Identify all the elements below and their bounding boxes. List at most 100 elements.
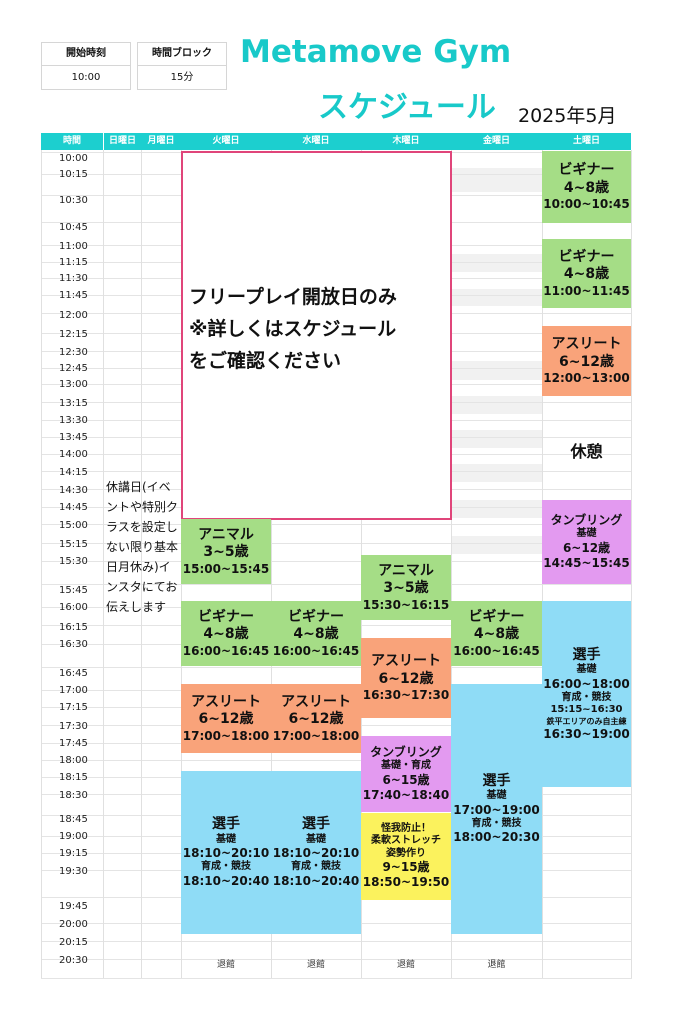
time-label: 17:00 — [59, 685, 88, 696]
header-saturday: 土曜日 — [542, 133, 631, 150]
grid-col-line — [451, 150, 452, 978]
time-label: 18:00 — [59, 755, 88, 766]
time-label: 13:15 — [59, 398, 88, 409]
time-label: 18:30 — [59, 790, 88, 801]
time-label: 13:30 — [59, 415, 88, 426]
grid-stripe — [452, 254, 542, 272]
tue-senshu: 選手 基礎 18:10~20:10 育成・競技 18:10~20:40 — [181, 771, 271, 934]
time-label: 14:30 — [59, 485, 88, 496]
grid-col-line — [103, 150, 104, 978]
break-label: 休憩 — [570, 442, 603, 461]
grid-stripe — [452, 536, 542, 554]
grid-col-line — [41, 150, 42, 978]
time-label: 20:15 — [59, 937, 88, 948]
grid-row-line — [41, 524, 632, 525]
grid-stripe — [452, 430, 542, 448]
grid-col-line — [141, 150, 142, 978]
time-label: 20:00 — [59, 919, 88, 930]
sat-senshu: 選手 基礎 16:00~18:00 育成・競技 15:15~16:30 鉄平エリ… — [542, 601, 631, 787]
time-label: 19:45 — [59, 901, 88, 912]
tue-exit: 退館 — [216, 960, 235, 970]
header-wednesday: 水曜日 — [271, 133, 361, 150]
grid-row-line — [41, 667, 632, 668]
time-label: 14:15 — [59, 467, 88, 478]
start-time-label: 開始時刻 — [42, 43, 130, 66]
closed-note: 休講日(イベントや特別クラスを設定しない限り基本日月休み)インスタにてお伝えしま… — [106, 480, 179, 614]
grid-stripe — [452, 361, 542, 380]
time-label: 19:15 — [59, 848, 88, 859]
grid-col-line — [631, 150, 632, 978]
gym-title: Metamove Gym — [240, 34, 512, 70]
grid-stripe — [452, 396, 542, 414]
free-play-line-1: フリープレイ開放日のみ — [189, 286, 397, 308]
time-label: 14:00 — [59, 449, 88, 460]
time-label: 15:15 — [59, 539, 88, 550]
grid-stripe — [452, 289, 542, 306]
time-label: 15:00 — [59, 520, 88, 531]
time-label: 17:45 — [59, 738, 88, 749]
time-label: 18:15 — [59, 772, 88, 783]
grid-row-line — [41, 941, 632, 942]
grid-stripe — [452, 168, 542, 192]
time-label: 11:30 — [59, 273, 88, 284]
time-label: 15:45 — [59, 585, 88, 596]
header-time: 時間 — [41, 133, 103, 150]
time-label: 16:15 — [59, 622, 88, 633]
time-label: 12:15 — [59, 329, 88, 340]
month-label: 2025年5月 — [518, 105, 617, 127]
time-label: 16:45 — [59, 668, 88, 679]
time-block-label: 時間ブロック — [138, 43, 226, 66]
time-label: 13:45 — [59, 432, 88, 443]
start-time-value: 10:00 — [71, 72, 101, 83]
wed-senshu: 選手 基礎 18:10~20:10 育成・競技 18:10~20:40 — [271, 771, 361, 934]
header-thursday: 木曜日 — [361, 133, 451, 150]
time-block-box: 時間ブロック 15分 — [137, 42, 227, 90]
grid-row-line — [41, 561, 632, 562]
grid-row-line — [41, 543, 632, 544]
time-label: 11:15 — [59, 257, 88, 268]
fri-exit: 退館 — [487, 960, 506, 970]
grid-row-line — [41, 584, 632, 585]
grid-col-line — [271, 150, 272, 978]
time-label: 12:30 — [59, 347, 88, 358]
free-play-notice: フリープレイ開放日のみ ※詳しくはスケジュール をご確認ください — [181, 151, 452, 520]
header-sunday: 日曜日 — [104, 133, 141, 150]
time-label: 11:00 — [59, 241, 88, 252]
time-label: 14:45 — [59, 502, 88, 513]
grid-stripe — [452, 464, 542, 482]
wed-exit: 退館 — [306, 960, 325, 970]
time-label: 19:30 — [59, 866, 88, 877]
header-friday: 金曜日 — [451, 133, 542, 150]
free-play-line-2: ※詳しくはスケジュール — [189, 318, 397, 340]
schedule-title: スケジュール — [318, 90, 496, 125]
thu-exit: 退館 — [396, 960, 415, 970]
time-label: 16:30 — [59, 639, 88, 650]
header-monday: 月曜日 — [141, 133, 181, 150]
time-label: 15:30 — [59, 556, 88, 567]
time-label: 18:45 — [59, 814, 88, 825]
grid-row-line — [41, 978, 632, 979]
time-label: 12:45 — [59, 363, 88, 374]
header-tuesday: 火曜日 — [181, 133, 271, 150]
time-label: 16:00 — [59, 602, 88, 613]
time-label: 20:30 — [59, 955, 88, 966]
time-label: 19:00 — [59, 831, 88, 842]
time-label: 11:45 — [59, 290, 88, 301]
grid-row-line — [41, 760, 632, 761]
free-play-line-3: をご確認ください — [189, 350, 342, 372]
start-time-box: 開始時刻 10:00 — [41, 42, 131, 90]
time-label: 10:30 — [59, 195, 88, 206]
